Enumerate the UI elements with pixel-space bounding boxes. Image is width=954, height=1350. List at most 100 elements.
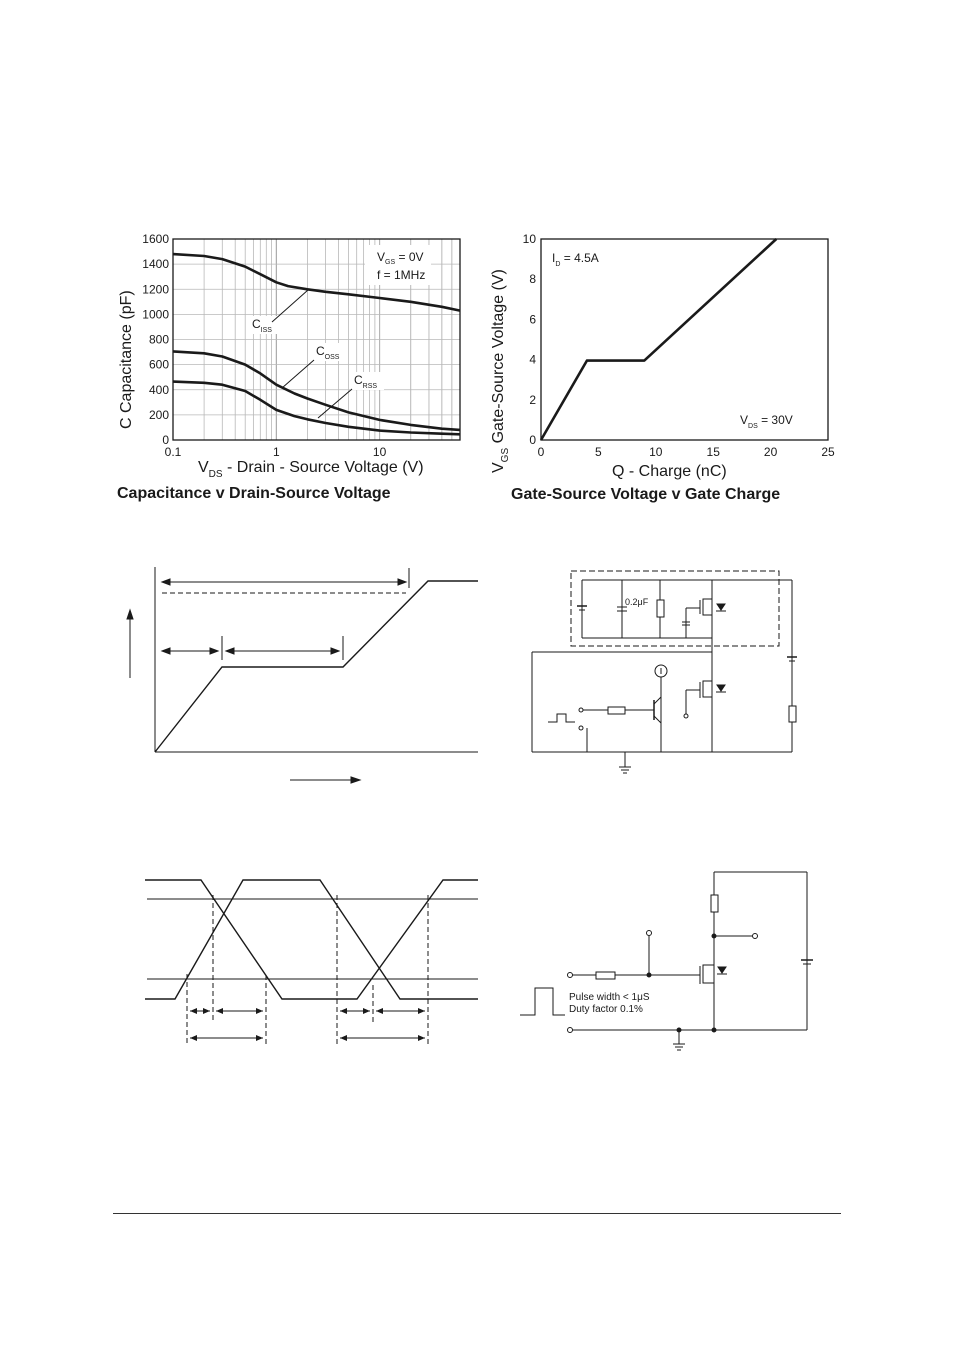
capacitance-y-tick-label: 600 bbox=[149, 358, 169, 372]
waveform-trace bbox=[154, 580, 478, 753]
capacitance-y-tick-label: 1000 bbox=[142, 307, 169, 321]
arrow-head-icon bbox=[224, 647, 235, 655]
capacitance-x-tick-label: 1 bbox=[273, 445, 280, 459]
switching-test-circuit: Pulse width < 1μS Duty factor 0.1% bbox=[520, 871, 813, 1051]
capacitance-grid bbox=[173, 238, 460, 441]
ciss-leader-line bbox=[271, 289, 309, 323]
gate-charge-x-tick-label: 0 bbox=[538, 445, 545, 459]
arrow-head-icon bbox=[256, 1008, 263, 1014]
arrow-head-icon bbox=[190, 1008, 197, 1014]
capacitance-x-tick-label: 0.1 bbox=[165, 445, 182, 459]
gate-charge-y-axis-label: VGS Gate-Source Voltage (V) bbox=[490, 269, 511, 473]
input-terminal-icon bbox=[578, 725, 584, 731]
arrow-head-icon bbox=[330, 647, 341, 655]
crss-label-bg bbox=[350, 372, 384, 390]
legend-vgs: VGS = 0V bbox=[377, 250, 424, 266]
capacitance-y-tick-label: 1400 bbox=[142, 257, 169, 271]
junction-dot-icon bbox=[711, 933, 717, 939]
dashed-current-regulator-box bbox=[570, 570, 780, 647]
ciss-label: CISS bbox=[252, 317, 272, 334]
arrow-head-icon bbox=[418, 1035, 425, 1041]
switching-time-waveforms bbox=[145, 879, 478, 1045]
arrow-right-icon bbox=[350, 776, 362, 784]
diode-icon bbox=[716, 684, 726, 692]
gate-charge-x-tick-label: 15 bbox=[707, 445, 721, 459]
ciss-label-bg bbox=[248, 316, 280, 334]
capacitance-y-tick-label: 800 bbox=[149, 333, 169, 347]
legend-frequency: f = 1MHz bbox=[377, 268, 425, 282]
vds-annotation-bg bbox=[736, 410, 798, 430]
id-annotation: ID = 4.5A bbox=[552, 251, 599, 268]
gate-charge-y-ticks: 0 2 4 6 8 10 bbox=[523, 232, 537, 447]
duty-factor-text: Duty factor 0.1% bbox=[569, 1004, 643, 1015]
capacitance-series bbox=[172, 252, 461, 436]
gate-charge-plot-frame bbox=[540, 238, 829, 441]
gate-voltage-trace bbox=[145, 879, 478, 1000]
upper-mosfet-icon bbox=[702, 598, 713, 616]
input-terminal-icon bbox=[578, 707, 584, 713]
coss-label: COSS bbox=[316, 344, 340, 361]
footer-divider bbox=[113, 1213, 841, 1214]
drain-voltage-trace bbox=[145, 879, 478, 1000]
gate-charge-y-tick-label: 2 bbox=[529, 393, 536, 407]
drain-probe-terminal-icon bbox=[752, 933, 758, 939]
gate-charge-chart-title: Gate-Source Voltage v Gate Charge bbox=[511, 486, 781, 503]
mosfet-icon bbox=[702, 964, 715, 984]
arrow-head-icon bbox=[203, 1008, 210, 1014]
gate-charge-x-tick-label: 20 bbox=[764, 445, 778, 459]
gate-charge-series-line bbox=[539, 238, 778, 441]
capacitance-y-axis-label: C Capacitance (pF) bbox=[118, 290, 135, 429]
capacitance-y-tick-label: 1200 bbox=[142, 282, 169, 296]
capacitance-plot-frame bbox=[172, 238, 461, 441]
gate-probe-terminal-icon bbox=[683, 713, 689, 719]
capacitance-series-line bbox=[172, 350, 461, 432]
lower-mosfet-icon bbox=[702, 680, 713, 698]
basic-gate-charge-waveform bbox=[126, 567, 478, 784]
pulse-width-text: Pulse width < 1μS bbox=[569, 992, 650, 1003]
crss-leader-line bbox=[317, 388, 353, 419]
id-annotation-bg bbox=[548, 248, 600, 268]
arrow-head-icon bbox=[190, 1035, 197, 1041]
gate-charge-x-axis-label: Q - Charge (nC) bbox=[612, 463, 727, 480]
bjt-icon bbox=[653, 696, 662, 705]
base-resistor-icon bbox=[607, 706, 626, 715]
load-resistor-icon bbox=[788, 705, 797, 723]
capacitance-legend-box bbox=[365, 245, 431, 285]
gate-charge-y-tick-label: 10 bbox=[523, 232, 537, 246]
capacitor-value-label: 0.2μF bbox=[625, 597, 649, 607]
arrow-head-icon bbox=[376, 1008, 383, 1014]
input-terminal-icon bbox=[567, 972, 573, 978]
junction-dot-icon bbox=[646, 972, 652, 978]
arrow-head-icon bbox=[340, 1035, 347, 1041]
diode-icon bbox=[716, 603, 726, 611]
arrow-up-icon bbox=[126, 608, 134, 620]
gate-charge-y-tick-label: 4 bbox=[529, 353, 536, 367]
arrow-head-icon bbox=[340, 1008, 347, 1014]
gate-charge-y-tick-label: 8 bbox=[529, 272, 536, 286]
coss-leader-line bbox=[281, 359, 315, 389]
bjt-icon bbox=[653, 715, 662, 724]
gate-charge-series bbox=[539, 238, 778, 441]
arrow-head-icon bbox=[160, 647, 171, 655]
gate-charge-x-tick-label: 10 bbox=[649, 445, 663, 459]
coss-label-bg bbox=[312, 343, 346, 361]
crss-label: CRSS bbox=[354, 373, 377, 390]
input-terminal-icon bbox=[567, 1027, 573, 1033]
gate-resistor-icon bbox=[595, 971, 616, 980]
gate-charge-y-tick-label: 0 bbox=[529, 433, 536, 447]
arrow-head-icon bbox=[397, 578, 408, 586]
gate-charge-x-tick-label: 5 bbox=[595, 445, 602, 459]
capacitance-y-tick-label: 200 bbox=[149, 408, 169, 422]
capacitance-y-tick-label: 400 bbox=[149, 383, 169, 397]
arrow-head-icon bbox=[256, 1035, 263, 1041]
load-resistor-icon bbox=[710, 894, 719, 913]
arrow-head-icon bbox=[418, 1008, 425, 1014]
arrow-head-icon bbox=[160, 578, 171, 586]
pulse-icon bbox=[520, 987, 565, 1016]
gate-charge-y-tick-label: 6 bbox=[529, 312, 536, 326]
